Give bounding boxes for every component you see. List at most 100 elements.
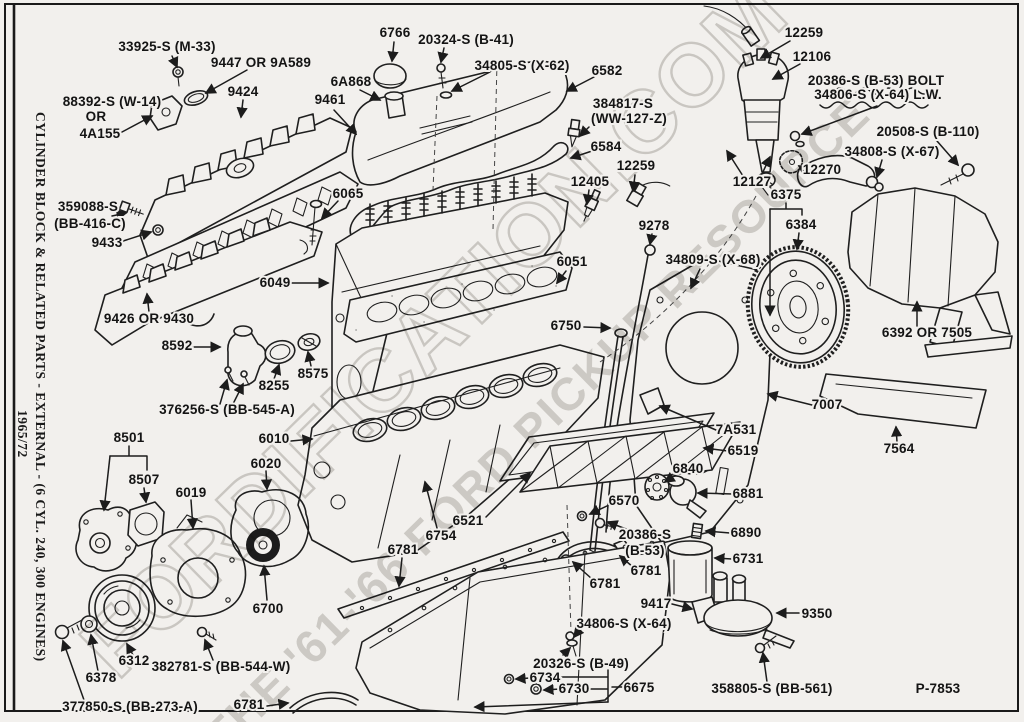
thermostat-gasket <box>264 339 296 365</box>
label-20324-s: 20324-S (B-41) <box>418 32 514 47</box>
part-labels: 33925-S (M-33) 9447 OR 9A589 9424 88392-… <box>52 23 981 716</box>
manifold-washer-9433 <box>152 224 164 236</box>
cover-bolt-20324 <box>436 63 447 89</box>
oil-sender-12259 <box>626 181 671 208</box>
label-12106: 12106 <box>793 49 832 64</box>
figure-number: P-7853 <box>916 681 961 696</box>
alignment-lines <box>432 61 757 633</box>
label-9424: 9424 <box>228 84 259 99</box>
label-6731: 6731 <box>733 551 764 566</box>
label-6781-front: 6781 <box>234 697 265 712</box>
label-9278: 9278 <box>639 218 670 233</box>
label-6890: 6890 <box>731 525 762 540</box>
windage-tray <box>819 373 987 429</box>
label-6584: 6584 <box>591 139 622 154</box>
label-6781-rail: 6781 <box>388 542 419 557</box>
front-cover-seal-strip <box>289 691 359 714</box>
label-20386-s-code: (B-53) <box>625 543 664 558</box>
crank-pulley <box>88 574 156 642</box>
label-4a155: 4A155 <box>80 126 121 141</box>
label-20326-s: 20326-S (B-49) <box>533 656 629 671</box>
label-12259-wire: 12259 <box>785 25 824 40</box>
label-6049: 6049 <box>260 275 291 290</box>
label-or: OR <box>86 109 107 124</box>
lock-washer-34808 <box>865 175 884 192</box>
oil-filter <box>667 540 713 603</box>
clamp-bolt-20386 <box>789 130 805 148</box>
label-9417: 9417 <box>641 596 672 611</box>
label-6019: 6019 <box>176 485 207 500</box>
crank-seal <box>246 528 280 562</box>
label-6781-clip: 6781 <box>590 576 621 591</box>
head-bolt-6065 <box>309 199 323 246</box>
label-6384: 6384 <box>786 217 817 232</box>
exhaust-manifold <box>94 217 323 346</box>
sidebar-title: CYLINDER BLOCK & RELATED PARTS - EXTERNA… <box>15 112 48 662</box>
flywheel <box>745 245 851 369</box>
label-6734: 6734 <box>530 670 561 685</box>
label-7564: 7564 <box>884 441 915 456</box>
label-8592: 8592 <box>162 338 193 353</box>
bracket-bolt-20508 <box>940 163 975 186</box>
sidebar-years-text: 1965/72 <box>15 410 30 458</box>
label-33925-s: 33925-S (M-33) <box>118 39 215 54</box>
label-8575: 8575 <box>298 366 329 381</box>
label-382781-s: 382781-S (BB-544-W) <box>152 659 291 674</box>
label-7007: 7007 <box>812 397 843 412</box>
label-9350: 9350 <box>802 606 833 621</box>
water-pump <box>75 506 138 572</box>
label-6881: 6881 <box>733 486 764 501</box>
cover-bolt-382781 <box>196 626 217 641</box>
label-34806-s: 34806-S (X-64) <box>576 616 671 631</box>
label-8507: 8507 <box>129 472 160 487</box>
label-6065: 6065 <box>333 186 364 201</box>
label-6020: 6020 <box>251 456 282 471</box>
label-6312: 6312 <box>119 653 150 668</box>
breather-cap <box>384 91 406 119</box>
bell-housing <box>847 187 1013 358</box>
pulley-bolt-377850 <box>54 619 83 640</box>
distributor-clamp-12270 <box>778 149 804 174</box>
label-88392-s: 88392-S (W-14) <box>63 94 162 109</box>
thermostat <box>297 332 321 352</box>
label-6766: 6766 <box>380 25 411 40</box>
thermostat-bolts <box>224 366 250 386</box>
label-34809-s: 34809-S (X-68) <box>665 252 760 267</box>
label-6730: 6730 <box>559 681 590 696</box>
valve-cover-gasket <box>349 141 569 241</box>
label-6675: 6675 <box>624 680 655 695</box>
carb-spacer-gasket <box>183 89 209 107</box>
temp-sender <box>567 118 581 148</box>
label-384817-s: 384817-S <box>593 96 653 111</box>
label-6750: 6750 <box>551 318 582 333</box>
label-6392: 6392 OR 7505 <box>882 325 973 340</box>
label-20386-bolt: 20386-S (B-53) BOLT <box>808 73 945 88</box>
label-376256-s: 376256-S (BB-545-A) <box>159 402 295 417</box>
cover-washer-34805 <box>439 91 453 99</box>
label-9447: 9447 OR 9A589 <box>211 55 311 70</box>
label-12259-sender: 12259 <box>617 158 656 173</box>
oil-pan <box>355 540 671 715</box>
intake-manifold <box>139 113 353 259</box>
manifold-stud-nut <box>172 66 184 87</box>
oil-filler-cap <box>373 63 407 89</box>
label-12405: 12405 <box>571 174 610 189</box>
label-8501: 8501 <box>114 430 145 445</box>
label-7a531: 7A531 <box>716 422 757 437</box>
label-6754: 6754 <box>426 528 457 543</box>
label-6700: 6700 <box>253 601 284 616</box>
head-gasket <box>343 251 573 343</box>
label-359088-s: 359088-S <box>58 199 118 214</box>
label-6521: 6521 <box>453 513 484 528</box>
label-6378: 6378 <box>86 670 117 685</box>
label-6051: 6051 <box>557 254 588 269</box>
label-6519: 6519 <box>728 443 759 458</box>
label-20386-s: 20386-S <box>619 527 671 542</box>
timing-cover <box>149 514 247 618</box>
label-6582: 6582 <box>592 63 623 78</box>
filter-mount-gasket <box>644 473 670 501</box>
label-9433: 9433 <box>92 235 123 250</box>
label-377850-s: 377850-S (BB-273-A) <box>62 699 198 714</box>
cover-bolt-6570-nut <box>576 510 588 522</box>
